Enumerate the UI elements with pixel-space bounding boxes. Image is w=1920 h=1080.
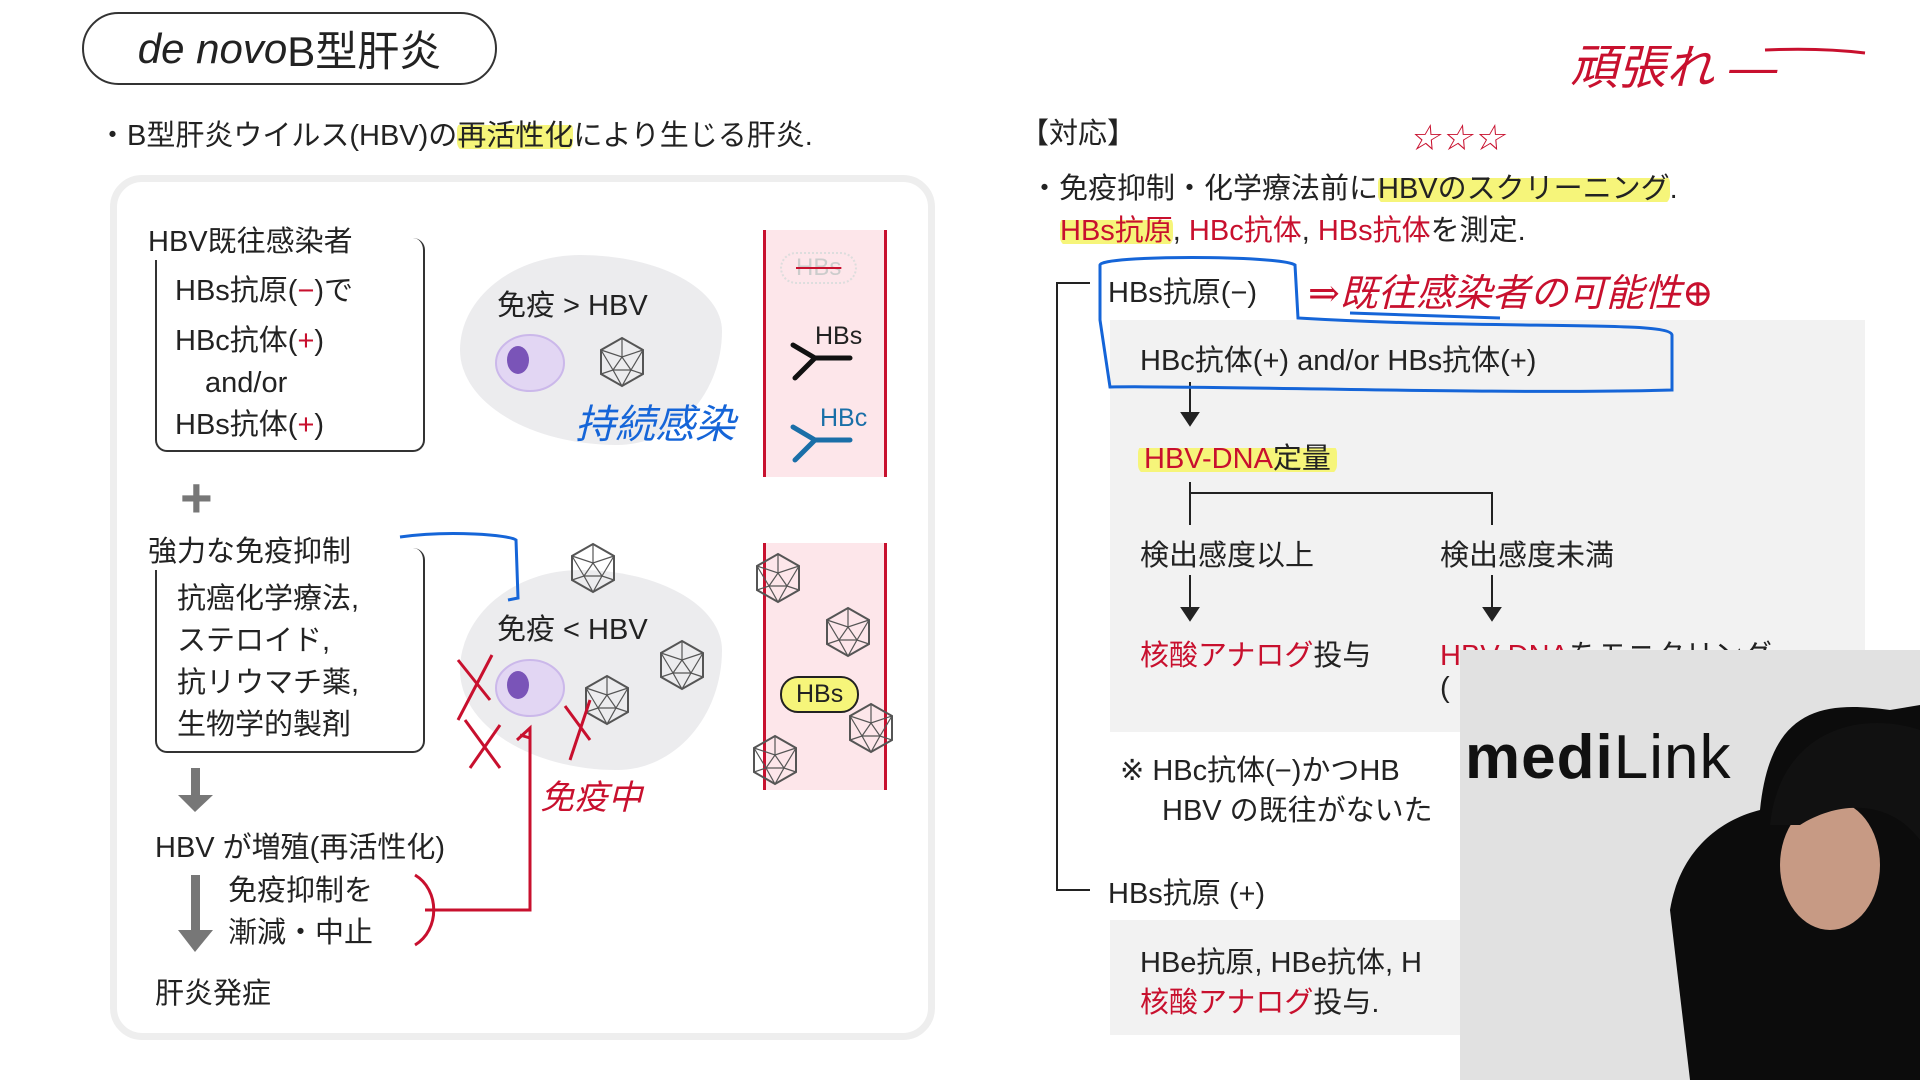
monitoring-paren: (: [1440, 672, 1450, 704]
dna-quant: HBV-DNA定量: [1138, 435, 1337, 477]
screening-line: ・免疫抑制・化学療法前にHBVのスクリーニング.: [1030, 173, 1678, 205]
box-immunosuppression: [155, 548, 425, 753]
hbs-cleared: HBs: [780, 252, 858, 284]
intro-line: ・B型肝炎ウイルス(HBV)の再活性化により生じる肝炎.: [98, 112, 813, 154]
positive-line-1: HBe抗原, HBe抗体, H: [1140, 947, 1422, 979]
red-annotation: [414, 47, 1866, 947]
hbs-antigen-badge: HBs: [780, 676, 860, 713]
handwritten-during: 免疫中: [540, 778, 642, 818]
box2-line: 抗リウマチ薬,: [177, 667, 360, 699]
handwritten-persistent-infection: 持続感染: [575, 402, 735, 448]
hbs-antigen-positive: HBs抗原 (+): [1108, 878, 1266, 910]
box1-line: HBs抗原(−)で: [175, 275, 354, 307]
handwritten-stars: ☆☆☆: [1408, 118, 1505, 159]
box1-line: HBs抗体(+): [175, 409, 325, 441]
box2-lines: 抗癌化学療法, ステロイド, 抗リウマチ薬, 生物学的製剤: [177, 578, 359, 746]
antibody-icon: [790, 342, 853, 463]
intro-highlight: 再活性化: [457, 120, 574, 152]
measure-line: HBs抗原, HBc抗体, HBs抗体を測定.: [1060, 215, 1526, 247]
box1-lines: HBs抗原(−)で HBc抗体(+) and/or HBs抗体(+): [175, 270, 353, 446]
title-italic: de novo: [137, 24, 288, 72]
below-threshold: 検出感度未満: [1440, 540, 1615, 572]
taper-text: 免疫抑制を漸減・中止: [228, 875, 374, 949]
nucleoside-analog-action: 核酸アナログ投与: [1140, 640, 1372, 672]
box-prior-infection: [155, 238, 425, 452]
note-line-1: ※ HBc抗体(−)かつHB: [1120, 755, 1400, 787]
onset-text: 肝炎発症: [155, 978, 272, 1010]
blue-annotation: [399, 256, 1674, 602]
immune-cell-icon: [495, 659, 565, 717]
immune-cell-icon: [495, 334, 565, 392]
liver1-text: 免疫 > HBV: [497, 290, 648, 322]
antibody-condition: HBc抗体(+) and/or HBs抗体(+): [1140, 345, 1537, 377]
down-arrow-icon: [178, 768, 213, 952]
medilink-logo: mediLink: [1465, 723, 1732, 792]
hbc-antibody-label: HBc: [820, 404, 868, 432]
positive-line-2: 核酸アナログ投与.: [1140, 987, 1380, 1019]
diagram-card: [110, 175, 935, 1040]
plus-icon: +: [180, 466, 213, 529]
slide-title: de novo B型肝炎: [82, 12, 497, 85]
flow-lines: [1056, 282, 1502, 891]
intro-post: により生じる肝炎.: [573, 120, 813, 152]
hbs-antigen-negative: HBs抗原(−): [1108, 277, 1258, 309]
proliferation-text: HBV が増殖(再活性化): [155, 832, 446, 864]
handwritten-possibility: ⇒既往感染者の可能性⊕: [1308, 271, 1714, 315]
hbs-antibody-label: HBs: [815, 322, 863, 350]
title-rest: B型肝炎: [287, 28, 442, 75]
immunosuppression-label: 強力な免疫抑制: [148, 528, 356, 570]
box2-line: ステロイド,: [177, 625, 331, 657]
intro-pre: B型肝炎ウイルス(HBV)の: [127, 120, 458, 152]
prior-infection-label: HBV既往感染者: [148, 218, 357, 260]
liver2-text: 免疫 < HBV: [497, 614, 648, 646]
note-line-2: HBV の既往がないた: [1162, 795, 1433, 827]
above-threshold: 検出感度以上: [1140, 540, 1315, 572]
box1-line: and/or: [205, 367, 288, 399]
box1-line: HBc抗体(+): [175, 325, 325, 357]
presenter-overlay: mediLink: [1460, 650, 1920, 1080]
section-heading: 【対応】: [1020, 118, 1137, 150]
bullet: ・: [98, 120, 128, 152]
handwritten-encouragement: 頑張れ ―: [1570, 40, 1778, 96]
box2-line: 抗癌化学療法,: [177, 583, 360, 615]
box2-line: 生物学的製剤: [177, 709, 352, 741]
positive-panel: [1110, 920, 1470, 1035]
presenter-video: [1670, 705, 1920, 1080]
